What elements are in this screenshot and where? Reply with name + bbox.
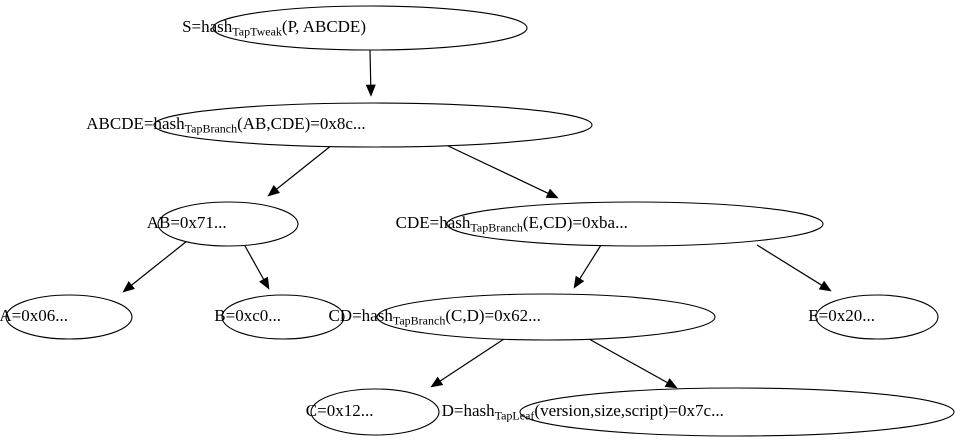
edge-line — [244, 245, 265, 280]
arrowhead-icon — [122, 281, 135, 293]
label-subscript: TapLeaf — [495, 408, 535, 422]
label-subscript: TapBranch — [185, 121, 237, 135]
label-main: D=hash — [442, 401, 496, 420]
node-cd[interactable]: CD=hashTapBranch(C,D)=0x62... — [328, 293, 716, 341]
node-label: CD=hashTapBranch(C,D)=0x62... — [328, 306, 540, 327]
edge-line — [369, 49, 372, 86]
node-shape[interactable] — [5, 294, 133, 340]
node-shape[interactable] — [157, 201, 299, 247]
node-d[interactable]: D=hashTapLeaf(version,size,script)=0x7c.… — [442, 387, 955, 437]
node-shape[interactable] — [446, 201, 824, 247]
label-main: CD=hash — [328, 306, 393, 325]
node-shape[interactable] — [310, 388, 440, 436]
edge-abcde-to-ab — [267, 144, 333, 197]
edge-cd-to-d — [588, 338, 678, 389]
node-shape[interactable] — [519, 387, 955, 437]
edge-line — [443, 143, 549, 194]
node-label: AB=0x71... — [147, 213, 227, 232]
label-tail: (version,size,script)=0x7c... — [534, 401, 723, 420]
node-shape[interactable] — [815, 294, 939, 340]
label-main: A=0x06... — [0, 306, 68, 325]
label-main: CDE=hash — [396, 213, 471, 232]
edge-abcde-to-cde — [443, 143, 559, 199]
label-main: B=0xc0... — [214, 306, 281, 325]
node-a[interactable]: A=0x06... — [0, 294, 133, 340]
label-tail: (C,D)=0x62... — [445, 306, 541, 325]
node-s[interactable]: S=hashTapTweak(P, ABCDE) — [182, 5, 528, 51]
node-shape[interactable] — [153, 102, 593, 148]
label-main: ABCDE=hash — [86, 114, 185, 133]
edge-ab-to-a — [122, 240, 188, 293]
label-subscript: TapBranch — [393, 313, 445, 327]
node-label: ABCDE=hashTapBranch(AB,CDE)=0x8c... — [86, 114, 365, 135]
edge-line — [439, 338, 505, 382]
arrowhead-icon — [430, 376, 444, 388]
node-label: C=0x12... — [306, 401, 374, 420]
node-cde[interactable]: CDE=hashTapBranch(E,CD)=0xba... — [396, 201, 824, 247]
node-ab[interactable]: AB=0x71... — [147, 201, 299, 247]
arrowhead-icon — [818, 280, 832, 292]
label-tail: (P, ABCDE) — [282, 17, 366, 36]
label-main: AB=0x71... — [147, 213, 227, 232]
edges-layer — [122, 49, 832, 389]
edge-ab-to-b — [244, 245, 270, 290]
nodes-layer: S=hashTapTweak(P, ABCDE)ABCDE=hashTapBra… — [0, 5, 955, 437]
label-main: E=0x20... — [808, 306, 875, 325]
edge-line — [756, 244, 822, 286]
node-label: CDE=hashTapBranch(E,CD)=0xba... — [396, 213, 628, 234]
label-main: C=0x12... — [306, 401, 374, 420]
edge-s-to-abcde — [365, 49, 376, 97]
node-shape[interactable] — [376, 293, 716, 341]
node-label: E=0x20... — [808, 306, 875, 325]
node-label: S=hashTapTweak(P, ABCDE) — [182, 17, 366, 38]
label-subscript: TapBranch — [470, 220, 522, 234]
node-b[interactable]: B=0xc0... — [214, 294, 345, 340]
label-tail: (E,CD)=0xba... — [523, 213, 628, 232]
edge-cde-to-cd — [573, 244, 602, 289]
node-c[interactable]: C=0x12... — [306, 388, 440, 436]
edge-line — [131, 240, 188, 286]
node-shape[interactable] — [221, 294, 345, 340]
label-main: S=hash — [182, 17, 233, 36]
edge-cd-to-c — [430, 338, 505, 388]
node-abcde[interactable]: ABCDE=hashTapBranch(AB,CDE)=0x8c... — [86, 102, 593, 148]
node-e[interactable]: E=0x20... — [808, 294, 939, 340]
node-shape[interactable] — [212, 5, 528, 51]
edge-line — [588, 338, 668, 384]
node-label: A=0x06... — [0, 306, 68, 325]
arrowhead-icon — [573, 275, 585, 289]
edge-line — [276, 144, 333, 190]
node-label: B=0xc0... — [214, 306, 281, 325]
edge-line — [579, 244, 602, 280]
arrowhead-icon — [664, 378, 678, 389]
label-subscript: TapTweak — [232, 24, 282, 38]
arrowhead-icon — [545, 188, 559, 199]
arrowhead-icon — [365, 84, 376, 97]
node-label: D=hashTapLeaf(version,size,script)=0x7c.… — [442, 401, 724, 422]
arrowhead-icon — [267, 185, 280, 197]
label-tail: (AB,CDE)=0x8c... — [237, 114, 366, 133]
edge-cde-to-e — [756, 244, 832, 292]
arrowhead-icon — [259, 276, 270, 290]
